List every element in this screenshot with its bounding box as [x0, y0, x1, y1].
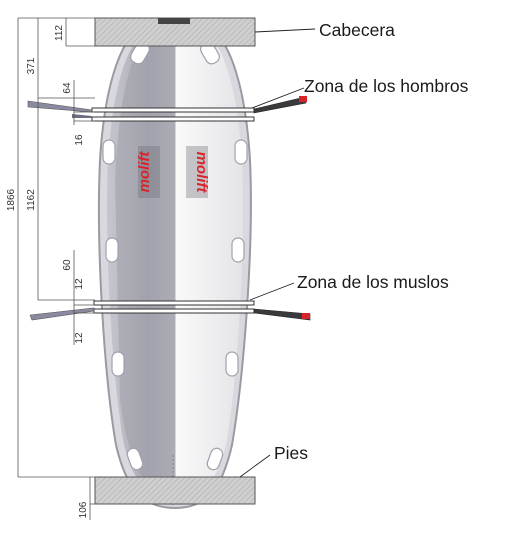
label-thighs: Zona de los muslos: [297, 272, 449, 292]
head-block-center: [158, 18, 190, 24]
dim-total: 1866: [6, 188, 17, 211]
brand-logo-left: molift: [136, 146, 160, 198]
dim-foot-block: 106: [78, 501, 89, 518]
head-block: [94, 17, 256, 47]
stretcher-board: [97, 21, 252, 510]
label-head: Cabecera: [319, 20, 395, 40]
dim-upper-gap: 371: [26, 57, 37, 74]
shoulder-straps: [27, 96, 307, 122]
label-feet: Pies: [274, 443, 308, 463]
brand-text-right: molift: [193, 152, 210, 194]
dim-middle: 1162: [26, 189, 37, 211]
dimension-values: 1866 371 1162 112 64 16 60 12 12 106: [6, 25, 89, 519]
dim-thigh-width-bottom: 12: [74, 332, 85, 344]
foot-block: [94, 476, 256, 505]
dim-shoulder-offset: 64: [62, 82, 73, 94]
dim-thigh-offset: 60: [62, 259, 73, 271]
label-leaders: [239, 28, 316, 478]
dim-head-block: 112: [54, 25, 65, 41]
brand-logo-right: molift: [186, 146, 210, 198]
thigh-straps: [29, 300, 311, 321]
dimension-lines: [17, 17, 95, 520]
brand-text-left: molift: [136, 151, 153, 193]
dim-shoulder-width: 16: [74, 134, 85, 146]
label-shoulders: Zona de los hombros: [304, 76, 469, 96]
dim-thigh-width-top: 12: [74, 278, 85, 290]
